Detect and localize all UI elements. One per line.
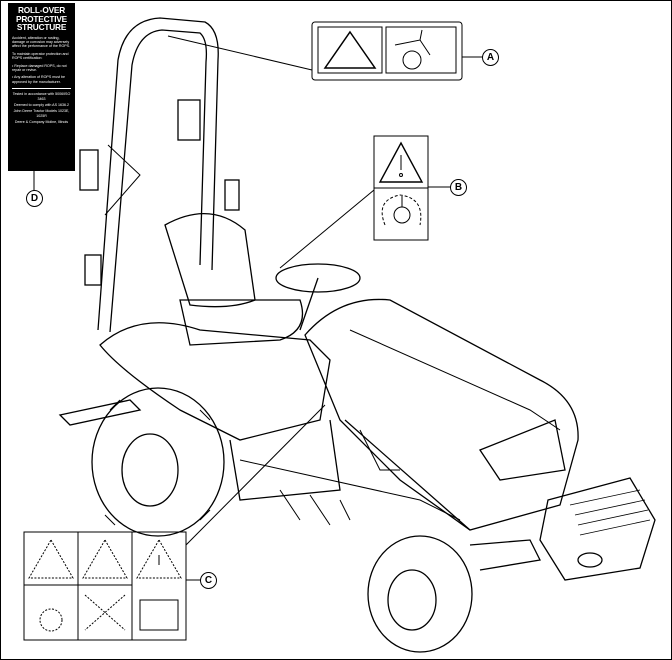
underbody	[239, 429, 461, 526]
rops-label-text: • Replace damaged ROPS, do not repair or…	[12, 63, 67, 72]
rops-label-text: Accident, alteration or rusting, damage …	[12, 35, 71, 49]
rops-label-footer: John Deere Tractor Models 1023E, 1025R	[13, 109, 70, 118]
steering-wheel	[275, 263, 361, 293]
callout-a: A	[482, 49, 499, 66]
decal-c	[23, 531, 187, 641]
seat	[164, 213, 304, 346]
leader-b	[279, 189, 375, 269]
decal-a	[311, 21, 463, 81]
rops-label-footer: Deemed to comply with AS 1636.2	[14, 102, 69, 107]
callout-c: C	[200, 572, 217, 589]
callout-d: D	[26, 190, 43, 207]
rops-label-text: • Any alteration of ROPS must be approve…	[12, 75, 65, 84]
rops-label: ROLL-OVER PROTECTIVE STRUCTURE Accident,…	[8, 3, 75, 171]
callout-b: B	[450, 179, 467, 196]
rops-label-footer: Tested in accordance with 5006/ISO 3463	[12, 92, 71, 101]
front-weight	[539, 477, 656, 581]
rops-label-footer: Deere & Company Moline, Illinois	[14, 120, 69, 125]
rops-label-title: ROLL-OVER PROTECTIVE STRUCTURE	[15, 5, 67, 32]
decal-b	[373, 135, 429, 241]
leader-rops-label	[104, 144, 141, 216]
leader-a	[167, 35, 313, 71]
rops-label-text: To maintain operator protection and ROPS…	[12, 51, 69, 61]
leader-lines	[33, 35, 483, 581]
hood	[304, 298, 579, 531]
roll-bar	[79, 17, 240, 333]
rear-wheel	[91, 387, 225, 537]
front-wheel	[367, 535, 541, 653]
leader-c	[185, 404, 326, 546]
rear-body	[58, 322, 341, 501]
